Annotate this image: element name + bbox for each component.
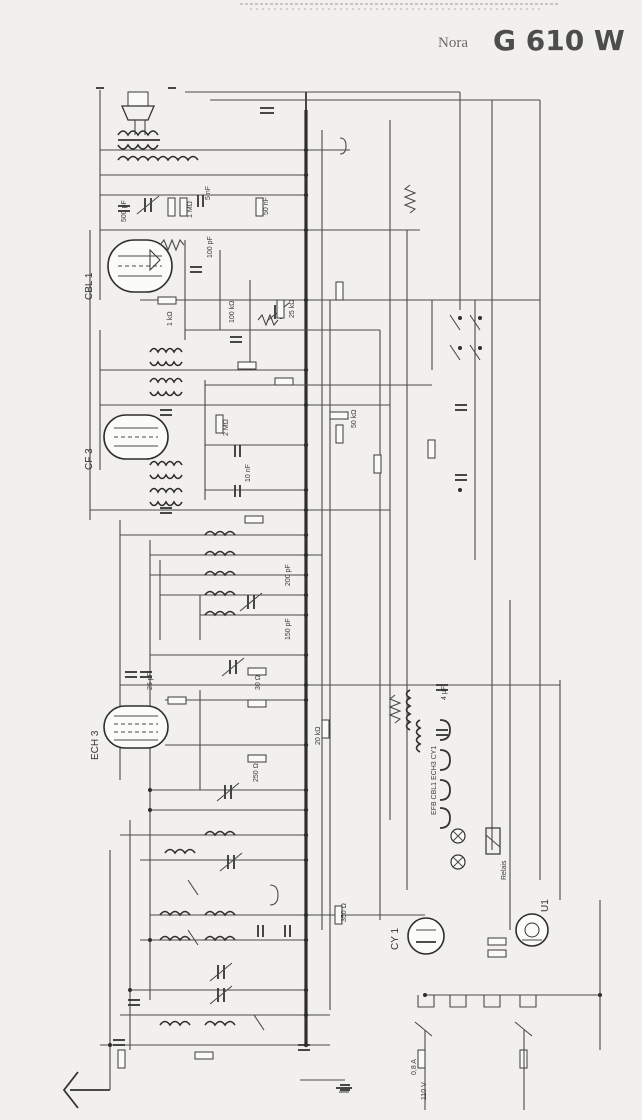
dial-lamp-icon-2 <box>450 854 466 870</box>
label-c-10nf: 10 nF <box>245 464 252 482</box>
output-transformer-icon <box>117 130 199 162</box>
relay-icon <box>485 827 501 855</box>
speaker-icon <box>121 91 155 135</box>
variable-capacitors <box>136 195 290 1005</box>
fixed-capacitors <box>113 107 467 1091</box>
heater-chain <box>269 137 451 906</box>
label-r-25k: 25 kΩ <box>289 300 296 318</box>
label-r-20k: 20 kΩ <box>315 727 322 745</box>
rf-coil-bank <box>159 530 422 1027</box>
tube-cy1 <box>407 917 445 955</box>
label-r-1k: 1 kΩ <box>167 311 174 326</box>
resistors <box>117 197 528 1069</box>
label-mains: 110 V <box>421 1082 428 1100</box>
label-c-150pf: 150 pF <box>285 618 292 640</box>
label-c-5nf: 5 nF <box>205 186 212 200</box>
component-labels: 500 pF 5 nF 1 kΩ 1 MΩ 100 kΩ 25 kΩ 50 nF… <box>121 186 508 1100</box>
label-relay: Relais <box>501 860 508 880</box>
bandswitch-contacts <box>187 314 482 1031</box>
tube-u1 <box>515 913 549 947</box>
tube-ech3 <box>103 705 169 749</box>
label-r-2m: 2 MΩ <box>223 419 230 436</box>
power-connectors <box>414 995 537 1110</box>
label-r-250: 250 Ω <box>253 763 260 782</box>
label-fuse: 0,8 A <box>411 1059 418 1075</box>
label-r-50k: 50 kΩ <box>351 410 358 428</box>
tube-cbl1-label: CBL 1 <box>84 272 95 300</box>
ground-symbol-icon <box>336 1087 352 1093</box>
tube-ech3-label: ECH 3 <box>90 730 101 760</box>
tube-cf3-label: CF 3 <box>84 448 95 470</box>
if-transformer-2 <box>149 460 183 507</box>
label-r-100k: 100 kΩ <box>229 301 236 323</box>
tube-u1-label: U1 <box>540 899 551 912</box>
label-heater-chain: EFB CBL1 ECH3 CY1 <box>431 746 438 815</box>
if-transformer-1 <box>149 347 183 397</box>
top-margin-noise <box>240 3 560 10</box>
label-c-25pf: 25 pF <box>147 672 154 690</box>
label-r-1m: 1 MΩ <box>187 201 194 218</box>
antenna-arrow-icon <box>62 1060 111 1109</box>
label-c-4uf: 4 μF <box>441 686 448 700</box>
model-label: G 610 W <box>493 24 625 57</box>
horizontal-wires <box>90 91 600 1081</box>
label-c-200pf: 200 pF <box>285 564 292 586</box>
tube-cy1-label: CY 1 <box>390 928 401 950</box>
label-c-100pf: 100 pF <box>207 236 214 258</box>
brand-label: Nora <box>438 35 468 51</box>
tube-cbl1 <box>107 239 173 293</box>
label-c-500pf: 500 pF <box>121 200 128 222</box>
label-r-30: 30 Ω <box>255 675 262 690</box>
dial-lamp-icon <box>450 828 466 844</box>
bus-junctions <box>108 147 602 1048</box>
label-c-50nf: 50 nF <box>263 197 270 215</box>
potentiometers <box>159 184 417 724</box>
tube-cf3 <box>103 414 169 460</box>
label-r-350: 350 Ω <box>341 903 348 922</box>
supply-lines <box>321 92 601 1050</box>
